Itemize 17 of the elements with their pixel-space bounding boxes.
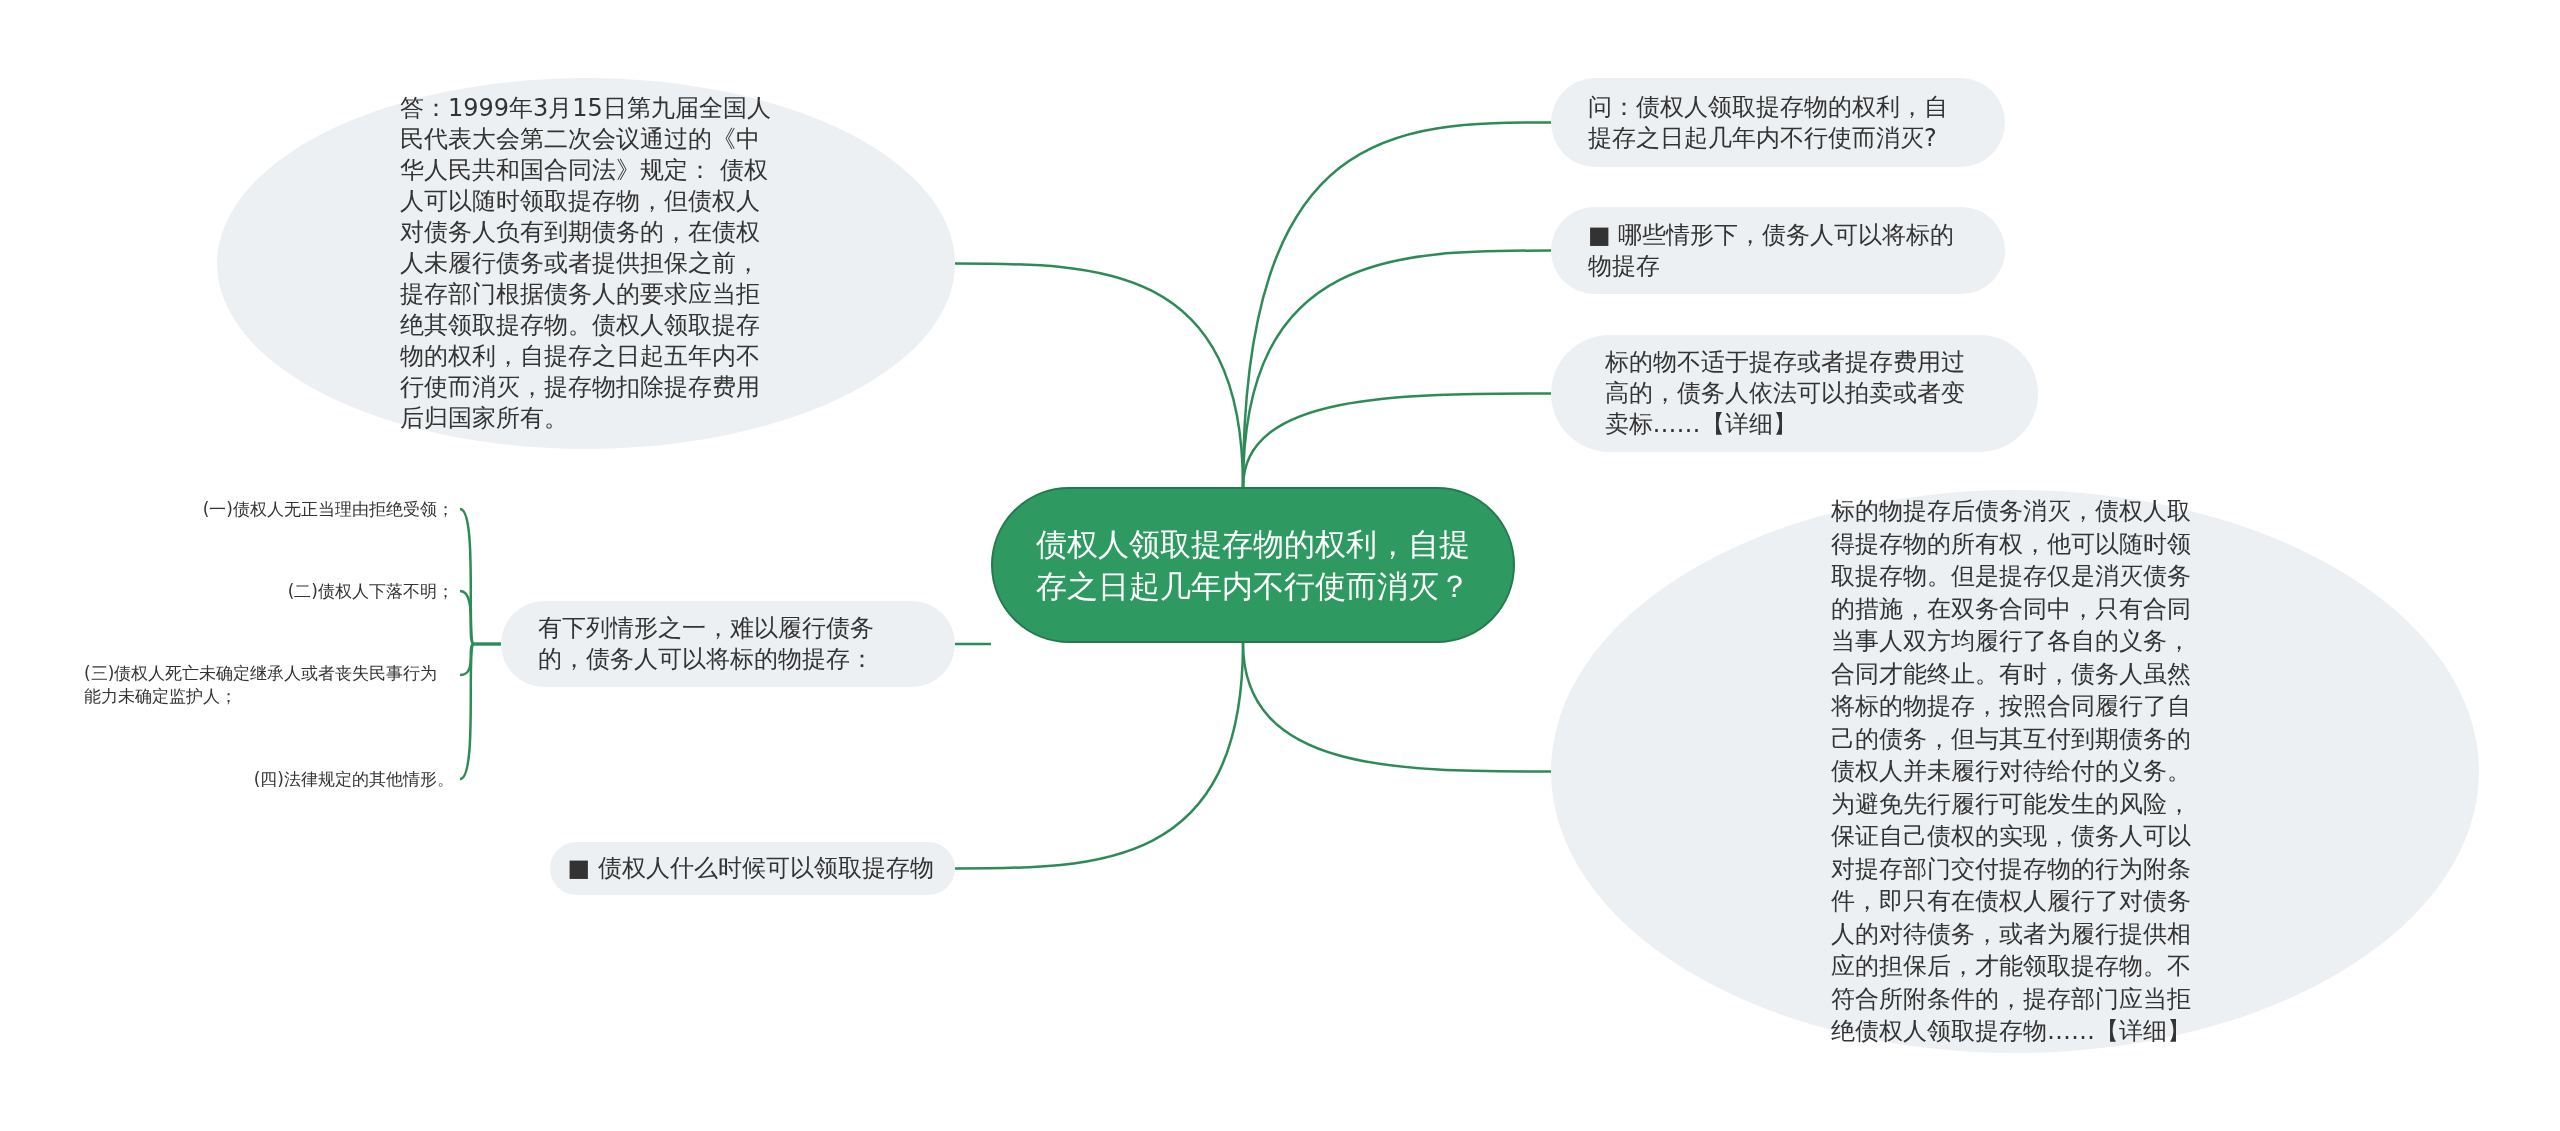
topic-text: ■ 哪些情形下，债务人可以将标的物提存: [1588, 219, 1956, 282]
topic-text: 答：1999年3月15日第九届全国人民代表大会第二次会议通过的《中华人民共和国合同法》规定： 债权人可以随时领取提存物，但债权人对债务人负有到期债务的，在债权人未履行债务或者提供担保之前，提存部门根据债务人的要求应当拒绝其领取提存物。债权人领取提存物的权利，自提存之日起五年内不行使而消灭，提存物扣除提存费用后归国家所有。: [400, 93, 772, 434]
branch-text: (一)债权人无正当理由拒绝受领；: [202, 498, 454, 520]
connector-line: [459, 642, 501, 781]
topic-text: 问：债权人领取提存物的权利，自提存之日起几年内不行使而消灭?: [1588, 91, 1949, 154]
connector-line: [955, 642, 1245, 870]
connector-line: [955, 642, 991, 646]
branch-text: (四)法律规定的其他情形。: [253, 768, 454, 790]
topic-bubble: [550, 842, 955, 895]
topic-text: 标的物不适于提存或者提存费用过高的，债务人依法可以拍卖或者变卖标……【详细】: [1604, 347, 1966, 440]
topic-text: ■ 债权人什么时候可以领取提存物: [567, 853, 935, 884]
topic-text: 有下列情形之一，难以履行债务的，债务人可以将标的物提存：: [538, 613, 875, 675]
topic-text: 标的物提存后债务消灭，债权人取得提存物的所有权，他可以随时领取提存物。但是提存仅是消灭债务的措施，在双务合同中，只有合同当事人双方均履行了各自的义务，合同才能终止。有时，债务人虽然将标的物提存，按照合同履行了自己的债务，但与其互付到期债务的债权人并未履行对待给付的义务。为避免先行履行可能发生的风险，保证自己债权的实现，债务人可以对提存部门交付提存物的行为附条件，即只有在债权人履行了对债务人的对待债务，或者为履行提供相应的担保后，才能领取提存物。不符合所附条件的，提存部门应当拒绝债权人领取提存物……【详细】: [1831, 496, 2192, 1048]
branch-text: (二)债权人下落不明；: [287, 580, 454, 602]
connector-line: [1241, 392, 1551, 488]
topic-text: 债权人领取提存物的权利，自提存之日起几年内不行使而消灭？: [1035, 525, 1471, 606]
branch-text: (三)债权人死亡未确定继承人或者丧失民事行为能力未确定监护人；: [84, 662, 439, 708]
